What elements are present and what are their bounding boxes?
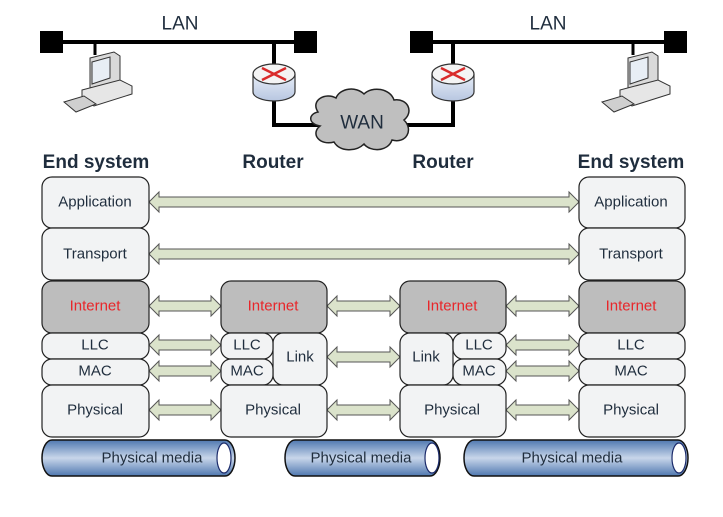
- computer-icon: [600, 51, 671, 113]
- arrow-link: [326, 345, 401, 369]
- layer-internet: [220, 280, 328, 334]
- stack-router-right: Internet Link LLC MAC Physical: [399, 280, 507, 438]
- layer-physical: [578, 384, 686, 438]
- layer-transport-label: Transport: [63, 246, 127, 263]
- layer-physical-label: Physical: [603, 402, 659, 419]
- layer-physical: [220, 384, 328, 438]
- lan-terminator-icon: [294, 31, 317, 53]
- wan-label: WAN: [340, 113, 384, 134]
- arrow-internet: [326, 294, 401, 318]
- layer-link-label: Link: [286, 349, 314, 366]
- layer-physical-label: Physical: [245, 402, 301, 419]
- header-router-left: Router: [242, 152, 304, 173]
- layer-llc-label: LLC: [465, 337, 493, 354]
- arrow-application: [148, 190, 580, 214]
- arrow-physical: [505, 398, 580, 422]
- layer-internet-label: Internet: [427, 298, 479, 315]
- router-icon: [431, 63, 475, 102]
- layer-physical-label: Physical: [424, 402, 480, 419]
- lan-left-label: LAN: [162, 14, 199, 35]
- physical-media-pipe: Physical media: [41, 439, 236, 477]
- arrow-transport: [148, 242, 580, 266]
- layer-link-label: Link: [412, 349, 440, 366]
- stack-end-right: Application Transport Internet LLC MAC P…: [578, 176, 686, 438]
- layer-transport: [41, 227, 150, 281]
- stack-router-left: Internet Link LLC MAC Physical: [220, 280, 328, 438]
- layer-llc-label: LLC: [81, 337, 109, 354]
- arrow-llc: [148, 333, 222, 357]
- layer-internet-label: Internet: [248, 298, 300, 315]
- layer-llc-label: LLC: [233, 337, 261, 354]
- layer-transport: [578, 227, 686, 281]
- layer-mac-label: MAC: [462, 363, 496, 380]
- header-end-system-right: End system: [578, 152, 685, 173]
- arrow-internet: [148, 294, 222, 318]
- layer-application-label: Application: [58, 194, 131, 211]
- layer-internet-label: Internet: [606, 298, 658, 315]
- lan-terminator-icon: [40, 31, 63, 53]
- physical-media-label: Physical media: [102, 450, 204, 467]
- physical-media-pipe: Physical media: [284, 439, 441, 477]
- physical-media-label: Physical media: [311, 450, 413, 467]
- layer-mac-label: MAC: [78, 363, 112, 380]
- layer-application-label: Application: [594, 194, 667, 211]
- physical-media-pipe: Physical media: [463, 439, 689, 477]
- lan-terminator-icon: [410, 31, 433, 53]
- stack-end-left: Application Transport Internet LLC MAC P…: [41, 176, 150, 438]
- arrows: [148, 190, 580, 422]
- lan-right-label: LAN: [530, 14, 567, 35]
- lan-terminator-icon: [664, 31, 687, 53]
- arrow-llc: [505, 333, 580, 357]
- layer-internet: [399, 280, 507, 334]
- layer-physical: [41, 384, 150, 438]
- router-icon: [252, 63, 296, 102]
- lan-left: LAN: [40, 14, 317, 53]
- physical-media-label: Physical media: [522, 450, 624, 467]
- wan-cloud-icon: WAN: [310, 88, 410, 151]
- layer-mac-label: MAC: [230, 363, 264, 380]
- header-router-right: Router: [412, 152, 474, 173]
- arrow-mac: [148, 359, 222, 383]
- layer-transport-label: Transport: [599, 246, 663, 263]
- layer-llc-label: LLC: [617, 337, 645, 354]
- arrow-internet: [505, 294, 580, 318]
- layer-mac-label: MAC: [614, 363, 648, 380]
- layer-physical-label: Physical: [67, 402, 123, 419]
- layer-internet-label: Internet: [70, 298, 122, 315]
- arrow-physical: [326, 398, 401, 422]
- layer-physical: [399, 384, 507, 438]
- header-end-system-left: End system: [43, 152, 150, 173]
- arrow-mac: [505, 359, 580, 383]
- computer-icon: [62, 51, 133, 113]
- arrow-physical: [148, 398, 222, 422]
